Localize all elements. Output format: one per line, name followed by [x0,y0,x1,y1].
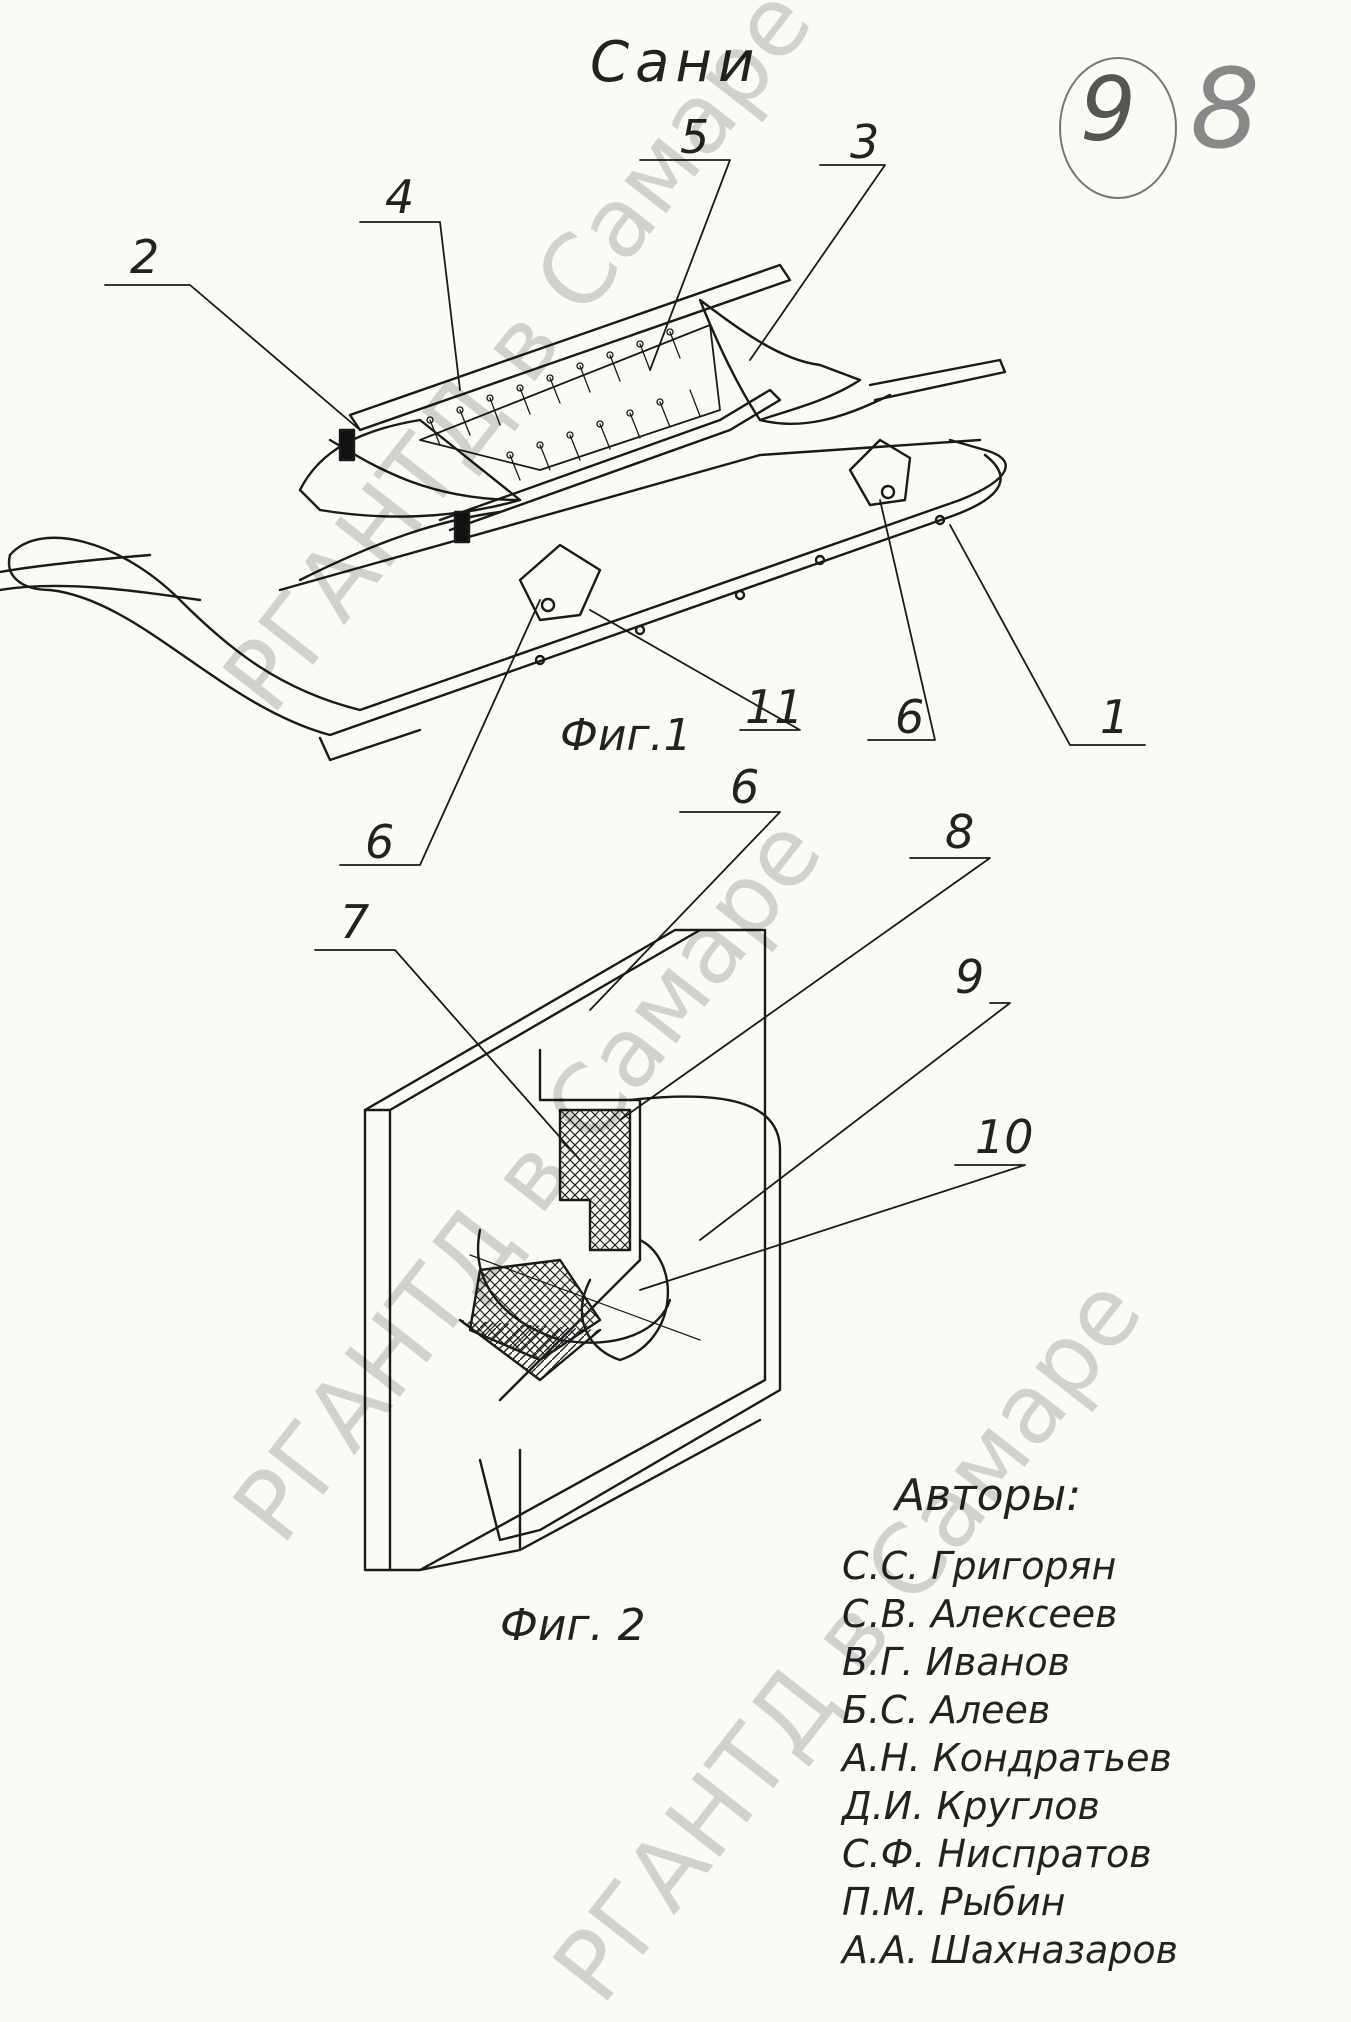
callout-10: 10 [975,1110,1034,1164]
authors-list: С.С. Григорян С.В. Алексеев В.Г. Иванов … [842,1542,1178,1974]
fig2-caption: Фиг. 2 [500,1600,646,1651]
frame-rail-upper [348,263,792,432]
author-name: А.А. Шахназаров [842,1928,1179,1972]
callout-11: 11 [745,680,804,734]
authors-heading: Авторы: [895,1470,1082,1521]
sheet-number-alt: 8 [1190,45,1260,173]
fig1-caption: Фиг.1 [560,710,692,761]
author-name: А.Н. Кондратьев [842,1736,1172,1780]
technical-drawing [0,57,1177,1572]
fig1-leaders [104,159,1146,866]
frame-rail-lower [438,388,782,532]
runner-rear [278,438,982,592]
callout-7: 7 [340,895,370,949]
seat-lacing [426,328,701,481]
callout-6-front: 6 [365,815,395,869]
backrest [698,298,862,422]
sheet-number-circle [1059,57,1177,199]
fig2-leaders [314,811,1026,1291]
callout-fig2-6: 6 [730,760,760,814]
author-name: В.Г. Иванов [842,1640,1071,1684]
author-name: П.М. Рыбин [842,1880,1066,1924]
callout-3: 3 [850,115,880,169]
fig2-section [314,811,1026,1572]
author-name: С.В. Алексеев [842,1592,1118,1636]
bracket-front [518,543,602,622]
author-name: С.Ф. Ниспратов [842,1832,1152,1876]
runner-main [8,438,1007,712]
plate-inner [478,1095,782,1542]
drawing-title: Сани [590,30,761,95]
callout-9: 9 [955,950,985,1004]
callout-8: 8 [945,805,975,859]
block-outline [363,928,767,1572]
callout-4: 4 [385,170,415,224]
author-name: Б.С. Алеев [842,1688,1051,1732]
sheet-number: 9 [1080,58,1136,161]
runner-front [0,584,202,602]
callout-5: 5 [680,110,710,164]
runner-bolts [534,514,946,666]
callout-2: 2 [130,230,160,284]
author-name: С.С. Григорян [842,1544,1117,1588]
fig1-sled [0,159,1146,866]
author-name: Д.И. Круглов [842,1784,1100,1828]
callout-6-rear: 6 [895,690,925,744]
callout-1: 1 [1100,690,1130,744]
insert-7 [558,1108,632,1252]
bracket-rear [848,438,912,507]
handle [868,358,1007,402]
